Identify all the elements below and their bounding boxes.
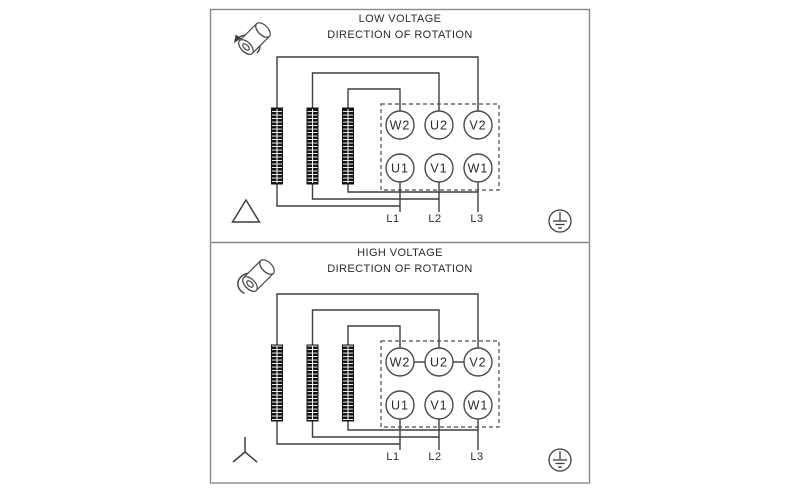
terminal-label: V1 [430, 399, 447, 413]
terminal-label: U2 [430, 119, 448, 133]
terminal-label: W2 [390, 356, 411, 370]
panel-subtitle: DIRECTION OF ROTATION [327, 263, 473, 275]
connector-wire-5 [311, 421, 439, 438]
terminal-v2: V2 [463, 110, 493, 140]
terminal-u1: U1 [385, 390, 415, 420]
shaft-cylinder [238, 22, 271, 55]
terminal-v1: V1 [424, 153, 454, 183]
terminal-strip-1 [271, 107, 283, 185]
terminal-box-outline [380, 103, 500, 191]
connector-wire-4 [276, 421, 400, 445]
supply-label-l3: L3 [470, 451, 483, 463]
terminal-label: V2 [469, 356, 486, 370]
connector-wire-5 [311, 184, 439, 200]
rotation-ccw-icon [233, 22, 271, 55]
terminal-v1: V1 [424, 390, 454, 420]
connector-wire-3 [347, 88, 401, 111]
wye-symbol-icon [232, 437, 258, 463]
supply-label-l1: L1 [386, 213, 399, 225]
diagram-border [209, 8, 591, 484]
earth-ground-icon [548, 209, 572, 233]
supply-label-l3: L3 [470, 213, 483, 225]
high-voltage-panel: HIGH VOLTAGE DIRECTION OF ROTATION [232, 247, 572, 472]
terminal-strip-2 [306, 344, 319, 422]
connector-wire-6 [347, 184, 478, 193]
terminal-label: W2 [390, 119, 411, 133]
low-voltage-panel: LOW VOLTAGE DIRECTION OF ROTATION [231, 13, 572, 233]
connector-wire-1 [276, 56, 479, 111]
earth-ground-icon [548, 448, 572, 472]
terminal-label: W1 [468, 399, 489, 413]
rotation-cw-icon [237, 259, 275, 295]
connector-wire-3 [347, 325, 401, 348]
connector-wire-2 [311, 72, 440, 111]
supply-label-l1: L1 [386, 451, 399, 463]
supply-label-l2: L2 [428, 451, 441, 463]
panel-title: HIGH VOLTAGE [357, 247, 443, 259]
terminal-u2: U2 [424, 110, 454, 140]
terminal-label: V2 [469, 119, 486, 133]
terminal-label: W1 [468, 162, 489, 176]
terminal-strip-3 [342, 344, 354, 422]
terminal-box-outline [380, 340, 500, 428]
supply-label-l2: L2 [428, 213, 441, 225]
terminal-w1: W1 [463, 390, 493, 420]
terminal-w2: W2 [385, 110, 415, 140]
terminal-label: V1 [430, 162, 447, 176]
terminal-label: U2 [430, 356, 448, 370]
connector-wire-4 [276, 184, 400, 207]
connector-wire-1 [276, 293, 479, 348]
connector-wire-6 [347, 421, 478, 431]
terminal-u2: U2 [424, 347, 454, 377]
terminal-w1: W1 [463, 153, 493, 183]
panel-title: LOW VOLTAGE [359, 13, 442, 25]
terminal-strip-1 [271, 344, 283, 422]
connector-wire-2 [311, 309, 440, 348]
terminal-label: U1 [391, 399, 409, 413]
panel-subtitle: DIRECTION OF ROTATION [327, 29, 473, 41]
terminal-strip-2 [306, 107, 319, 185]
terminal-label: U1 [391, 162, 409, 176]
terminal-strip-3 [342, 107, 354, 185]
delta-symbol-icon [231, 198, 261, 223]
shaft-cylinder [242, 259, 275, 292]
terminal-u1: U1 [385, 153, 415, 183]
terminal-w2: W2 [385, 347, 415, 377]
terminal-v2: V2 [463, 347, 493, 377]
